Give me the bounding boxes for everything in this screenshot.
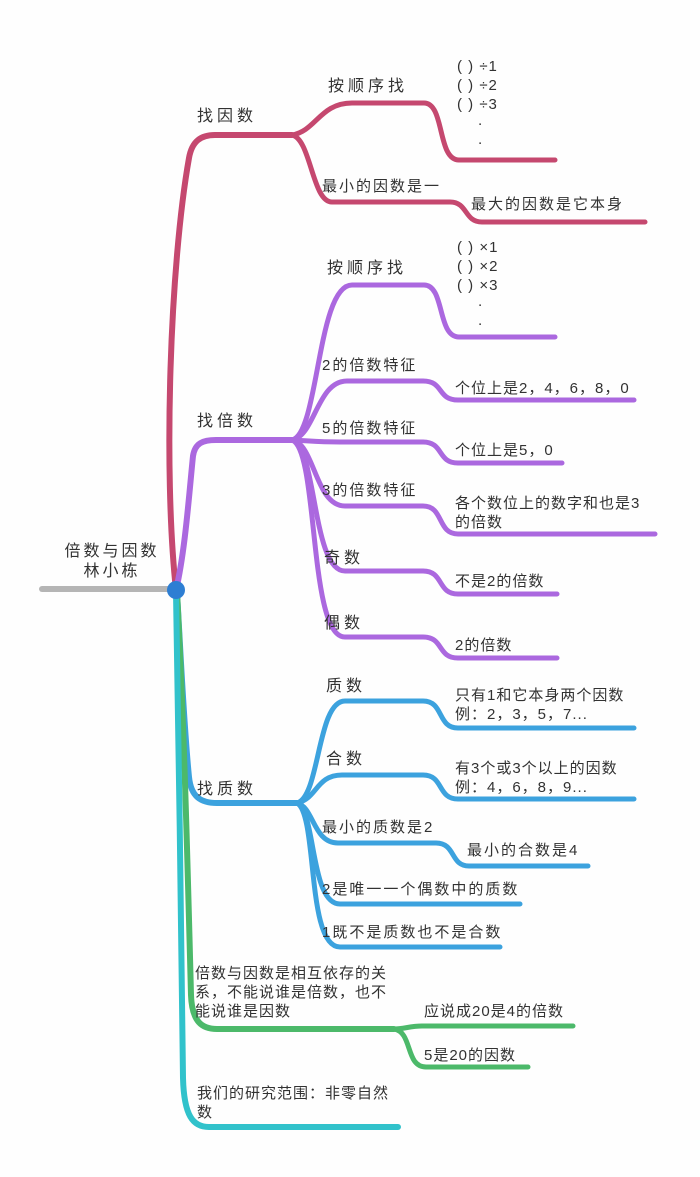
- node-even-detail[interactable]: 2的倍数: [455, 637, 513, 654]
- branch-interdep-factorexample-line: [391, 1026, 531, 1070]
- node-interdependence[interactable]: 倍数与因数是相互依存的关 系，不能说谁是倍数，也不 能说谁是因数: [195, 965, 388, 1020]
- node-should-say[interactable]: 应说成20是4的倍数: [424, 1003, 565, 1020]
- node-composite[interactable]: 合数: [326, 751, 367, 768]
- node-prime[interactable]: 质数: [326, 678, 367, 695]
- branch-find-primes-trunk: [174, 589, 300, 806]
- branch-multiples-order-line: [289, 282, 558, 443]
- node-multiples-order-list[interactable]: ( ) ×1 ( ) ×2 ( ) ×3 · ·: [457, 239, 499, 332]
- node-factors-order[interactable]: 按顺序找: [328, 78, 409, 95]
- node-mul2-detail[interactable]: 个位上是2，4，6，8，0: [455, 380, 630, 397]
- node-min-factor[interactable]: 最小的因数是一: [322, 178, 442, 195]
- node-max-factor[interactable]: 最大的因数是它本身: [471, 196, 625, 213]
- branch-find-factors-trunk: [166, 132, 295, 593]
- node-composite-detail[interactable]: 有3个或3个以上的因数 例：4，6，8，9...: [455, 760, 618, 796]
- branch-find-multiples-trunk: [173, 437, 295, 593]
- branch-scope-trunk: [173, 589, 401, 1130]
- node-find-factors[interactable]: 找因数: [197, 108, 258, 125]
- branch-multiples-mul3-line: [289, 437, 658, 537]
- branch-factors-order-line: [289, 100, 558, 163]
- node-find-multiples[interactable]: 找倍数: [197, 413, 258, 430]
- node-only-even-prime[interactable]: 2是唯一一个偶数中的质数: [322, 881, 520, 898]
- branch-primes-oneneither-line: [294, 800, 503, 950]
- node-mul3-feature[interactable]: 3的倍数特征: [322, 482, 418, 499]
- node-odd[interactable]: 奇数: [324, 550, 365, 567]
- node-scope[interactable]: 我们的研究范围：非零自然 数: [197, 1085, 390, 1121]
- branch-multiples-mul2-line: [289, 378, 637, 443]
- node-mul2-feature[interactable]: 2的倍数特征: [322, 357, 418, 374]
- branch-multiples-even-line: [289, 437, 560, 661]
- node-factors-order-list[interactable]: ( ) ÷1 ( ) ÷2 ( ) ÷3 · ·: [457, 58, 498, 151]
- branch-primes-prime-line: [294, 698, 637, 806]
- node-min-composite[interactable]: 最小的合数是4: [467, 842, 580, 859]
- branch-interdependence-trunk: [174, 589, 397, 1032]
- node-one-neither[interactable]: 1既不是质数也不是合数: [322, 924, 503, 941]
- branch-primes-minprime-line: [294, 800, 591, 869]
- node-multiples-order[interactable]: 按顺序找: [327, 260, 408, 277]
- node-even[interactable]: 偶数: [324, 615, 365, 632]
- branch-interdep-shouldsay-line: [391, 1023, 576, 1032]
- node-mul3-detail[interactable]: 各个数位上的数字和也是3 的倍数: [455, 495, 641, 531]
- node-min-prime[interactable]: 最小的质数是2: [322, 819, 435, 836]
- node-prime-detail[interactable]: 只有1和它本身两个因数 例：2，3，5，7...: [455, 687, 625, 723]
- center-node-dot: [167, 581, 185, 599]
- node-factor-example[interactable]: 5是20的因数: [424, 1047, 517, 1064]
- node-find-primes[interactable]: 找质数: [197, 781, 258, 798]
- branch-primes-composite-line: [294, 772, 637, 806]
- branch-factors-min-line: [289, 132, 648, 225]
- branch-multiples-mul5-line: [289, 437, 565, 466]
- node-mul5-feature[interactable]: 5的倍数特征: [322, 420, 418, 437]
- center-topic[interactable]: 倍数与因数 林小栋: [64, 543, 160, 580]
- node-odd-detail[interactable]: 不是2的倍数: [455, 573, 545, 590]
- node-mul5-detail[interactable]: 个位上是5，0: [455, 442, 554, 459]
